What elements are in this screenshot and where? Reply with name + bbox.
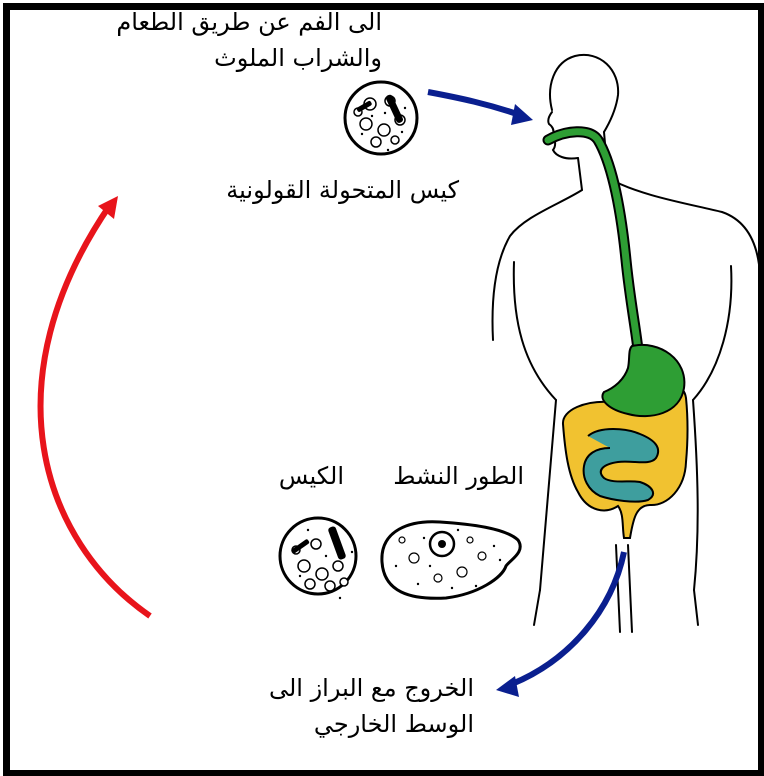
ingestion-label-line1: الى الفم عن طريق الطعام — [22, 4, 382, 40]
excretion-label: الخروج مع البراز الى الوسط الخارجي — [269, 670, 474, 742]
excretion-label-line1: الخروج مع البراز الى — [269, 670, 474, 706]
trophozoite-label: الطور النشط — [393, 458, 524, 494]
lifecycle-arrow — [41, 205, 150, 616]
excretion-label-line2: الوسط الخارجي — [269, 706, 474, 742]
stomach — [602, 345, 684, 416]
trophozoite-illustration — [382, 522, 520, 599]
digestive-system — [548, 132, 688, 538]
cyst-illustration-top — [345, 82, 417, 154]
excretion-arrowhead — [496, 676, 519, 697]
cyst-label: الكيس — [279, 458, 344, 494]
ingestion-label-line2: والشراب الملوث — [22, 40, 382, 76]
cyst-caption-label: كيس المتحولة القولونية — [226, 172, 459, 208]
excretion-arrow — [512, 552, 624, 684]
ingestion-label: الى الفم عن طريق الطعام والشراب الملوث — [22, 4, 382, 76]
ingestion-arrowhead — [511, 104, 533, 125]
human-body-outline — [493, 55, 760, 632]
ingestion-arrow — [428, 92, 520, 115]
cyst-illustration-bottom — [280, 518, 356, 599]
